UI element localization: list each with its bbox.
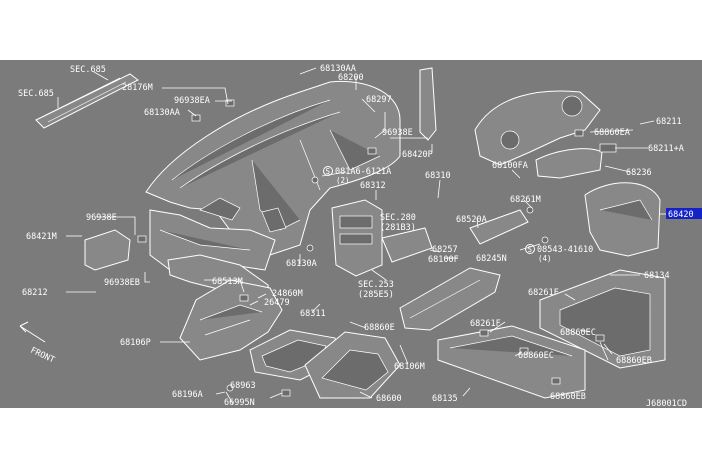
label-68212: 68212 [22, 288, 48, 298]
label-081A6-6121A: 081A6-6121A [335, 167, 391, 177]
label-68860EB-mid: 68860EB [550, 392, 586, 402]
label-66995N: 66995N [224, 398, 255, 408]
label-68106M: 68106M [394, 362, 425, 372]
label-68600: 68600 [376, 394, 402, 404]
label-68261F-mid: 68261F [470, 319, 501, 329]
label-96938EB: 96938EB [104, 278, 140, 288]
label-68310: 68310 [425, 171, 451, 181]
label-68236: 68236 [626, 168, 652, 178]
label-68106P: 68106P [120, 338, 151, 348]
console-assembly-part [584, 182, 661, 257]
end-cap-part [84, 229, 131, 271]
label-sec253: SEC.253 [358, 280, 394, 290]
s-mark-b: S [528, 245, 533, 254]
defroster-duct-part [35, 73, 139, 129]
label-68860EC-mid: 68860EC [518, 351, 554, 361]
label-68245N: 68245N [476, 254, 507, 264]
label-68311: 68311 [300, 309, 326, 319]
label-08543-41610: 08543-41610 [537, 245, 593, 255]
label-68420[interactable]: 68420 [668, 210, 694, 220]
highlight-68420[interactable] [666, 208, 702, 219]
label-96938E: 96938E [382, 128, 413, 138]
label-68420P: 68420P [402, 150, 433, 160]
label-68100F: 68100F [428, 255, 459, 265]
audio-bezel-part [381, 227, 433, 263]
dashboard-panel-part [145, 80, 401, 256]
lower-instrument-panel-part [179, 279, 283, 361]
label-sec685-left: SEC.685 [18, 89, 54, 99]
label-68421M: 68421M [26, 232, 57, 242]
cluster-bezel-part [535, 148, 603, 179]
label-28176M: 28176M [122, 83, 153, 93]
label-68513M: 68513M [212, 277, 243, 287]
front-arrow-icon [19, 321, 46, 343]
label-68130AA-top: 68130AA [320, 64, 356, 74]
label-68196A: 68196A [172, 390, 203, 400]
label-68130AA-left: 68130AA [144, 108, 180, 118]
catalog-code: J68001CD [646, 399, 687, 408]
s-mark-a: S [326, 167, 331, 176]
label-68261M: 68261M [510, 195, 541, 205]
label-26479: 26479 [264, 298, 290, 308]
label-68297: 68297 [366, 95, 392, 105]
label-68860EA: 68860EA [594, 128, 630, 138]
label-68860E: 68860E [364, 323, 395, 333]
label-68312: 68312 [360, 181, 386, 191]
label-68100FA: 68100FA [492, 161, 528, 171]
label-96938EA: 96938EA [174, 96, 210, 106]
label-24860M: 24860M [272, 289, 303, 299]
label-68211: 68211 [656, 117, 682, 127]
label-sec253-sub: (285E5) [358, 290, 394, 300]
label-68200: 68200 [338, 73, 364, 83]
label-68130A: 68130A [286, 259, 317, 269]
label-68963: 68963 [230, 381, 256, 391]
console-bracket-part [399, 267, 501, 331]
label-68860EC-right: 68860EC [560, 328, 596, 338]
label-sec280: SEC.280 [380, 213, 416, 223]
label-sec685-top: SEC.685 [70, 65, 106, 75]
label-08543-qty: (4) [538, 254, 552, 263]
label-68135: 68135 [432, 394, 458, 404]
label-68860EB-right: 68860EB [616, 356, 652, 366]
label-081A6-qty: (2) [336, 176, 350, 185]
front-label: FRONT [29, 346, 56, 366]
label-96938E-left: 96938E [86, 213, 117, 223]
parts-diagram: SEC.685 SEC.685 28176M 96938EA 68130AA 6… [0, 60, 702, 408]
pillar-trim-part [419, 67, 437, 141]
label-68134: 68134 [644, 271, 670, 281]
label-68520A: 68520A [456, 215, 487, 225]
label-sec280-sub: (281B3) [380, 223, 416, 233]
side-panel-part [149, 209, 276, 271]
label-68261F-right: 68261F [528, 288, 559, 298]
label-68211A: 68211+A [648, 144, 684, 154]
center-bracket-part [469, 209, 529, 245]
label-68257: 68257 [432, 245, 458, 255]
